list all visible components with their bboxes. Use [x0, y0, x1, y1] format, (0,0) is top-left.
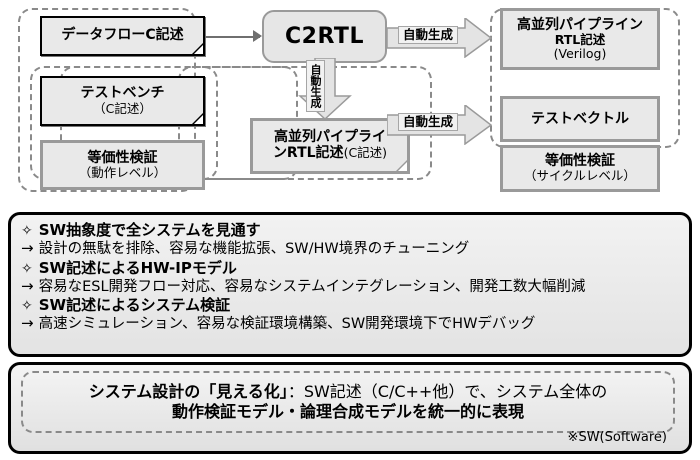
- arrow-bullet-icon: →: [21, 276, 34, 295]
- input-testbench-sublabel: （C記述）: [93, 100, 152, 116]
- connector-dataflow-to-c2rtl: [205, 36, 260, 38]
- input-testbench[interactable]: テストベンチ （C記述）: [40, 76, 205, 126]
- tool-c2rtl[interactable]: C2RTL: [262, 10, 387, 63]
- benefit-sub-1: →設計の無駄を排除、容易な機能拡張、SW/HW境界のチューニング: [21, 239, 679, 259]
- summary-line-1: システム設計の「見える化」：SW記述（C/C++他）で、システム全体の: [89, 382, 607, 402]
- diamond-bullet-icon: ✧: [21, 260, 33, 277]
- benefit-head-2: ✧ SW記述によるHW-IPモデル: [21, 259, 679, 277]
- input-dataflow-c[interactable]: データフローC記述: [40, 16, 205, 56]
- input-testbench-label: テストベンチ: [80, 85, 165, 102]
- output-equivalence-cycle-line2: （サイクルレベル）: [524, 168, 636, 184]
- input-equivalence-behavior[interactable]: 等価性検証 （動作レベル）: [40, 140, 205, 190]
- benefit-head-1: ✧ SW抽象度で全システムを見通す: [21, 221, 679, 239]
- document-fold-icon: [191, 112, 204, 125]
- intermediate-line2-main: ンRTL記述: [272, 145, 344, 161]
- benefit-head-3: ✧ SW記述によるシステム検証: [21, 296, 679, 314]
- arrow-down-generate-label: 自動生成: [309, 64, 322, 108]
- output-rtl-verilog-line2: RTL記述: [554, 31, 606, 47]
- summary-panel: システム設計の「見える化」：SW記述（C/C++他）で、システム全体の 動作検証…: [8, 362, 692, 454]
- benefit-sub-2-text: 容易なESL開発フロー対応、容易なシステムインテグレーション、開発工数大幅削減: [38, 278, 586, 295]
- benefit-sub-3: →高速シミュレーション、容易な検証環境構築、SW開発環境下でHWデバッグ: [21, 314, 679, 334]
- benefit-head-1-text: SW抽象度で全システムを見通す: [38, 221, 261, 239]
- benefit-head-2-text: SW記述によるHW-IPモデル: [38, 258, 237, 277]
- diamond-bullet-icon: ✧: [21, 298, 33, 314]
- input-equivalence-behavior-sublabel: （動作レベル）: [78, 164, 167, 180]
- output-test-vector[interactable]: テストベクトル: [500, 96, 660, 142]
- output-equivalence-cycle[interactable]: 等価性検証 （サイクルレベル）: [500, 145, 660, 192]
- summary-inner-box: システム設計の「見える化」：SW記述（C/C++他）で、システム全体の 動作検証…: [21, 371, 675, 433]
- benefits-panel: ✧SW抽象度で全システムを見通す →設計の無駄を排除、容易な機能拡張、SW/HW…: [8, 212, 692, 357]
- arrow-right-generate-top-label: 自動生成: [398, 26, 459, 44]
- arrow-bullet-icon: →: [21, 314, 34, 332]
- diamond-bullet-icon: ✧: [21, 223, 33, 239]
- intermediate-line2: ンRTL記述(C記述): [272, 145, 388, 162]
- summary-line-1-strong: システム設計の「見える化」: [88, 382, 288, 401]
- intermediate-rtl-c-description[interactable]: 高並列パイプライ ンRTL記述(C記述): [250, 118, 410, 174]
- arrow-bullet-icon: →: [21, 239, 34, 257]
- document-fold-icon: [191, 42, 204, 55]
- benefit-sub-3-text: 高速シミュレーション、容易な検証環境構築、SW開発環境下でHWデバッグ: [38, 316, 536, 332]
- arrow-down-generate-label-box: 自動生成: [306, 60, 325, 112]
- output-equivalence-cycle-line1: 等価性検証: [545, 153, 615, 170]
- intermediate-line1: 高並列パイプライ: [274, 129, 386, 146]
- output-rtl-verilog-line1: 高並列パイプライン: [517, 16, 643, 33]
- connector-arrowhead-icon: [253, 30, 262, 42]
- arrow-right-generate-mid-label: 自動生成: [398, 113, 459, 131]
- document-fold-icon: [395, 159, 408, 172]
- summary-line-1-rest: ：SW記述（C/C++他）で、システム全体の: [287, 382, 608, 401]
- output-rtl-verilog-line3: (Verilog): [553, 46, 607, 62]
- benefit-sub-2: →容易なESL開発フロー対応、容易なシステムインテグレーション、開発工数大幅削減: [21, 277, 679, 297]
- benefit-sub-1-text: 設計の無駄を排除、容易な機能拡張、SW/HW境界のチューニング: [38, 241, 470, 257]
- intermediate-line2-sub: (C記述): [343, 145, 388, 160]
- tool-c2rtl-label: C2RTL: [285, 24, 364, 49]
- summary-line-2: 動作検証モデル・論理合成モデルを統一的に表現: [171, 402, 524, 421]
- benefit-head-3-text: SW記述によるシステム検証: [38, 296, 231, 314]
- input-dataflow-c-label: データフローC記述: [61, 27, 184, 44]
- input-equivalence-behavior-label: 等価性検証: [87, 149, 158, 166]
- summary-footnote: ※SW(Software): [567, 430, 667, 445]
- output-test-vector-label: テストベクトル: [531, 110, 629, 127]
- output-rtl-verilog[interactable]: 高並列パイプライン RTL記述 (Verilog): [500, 8, 660, 70]
